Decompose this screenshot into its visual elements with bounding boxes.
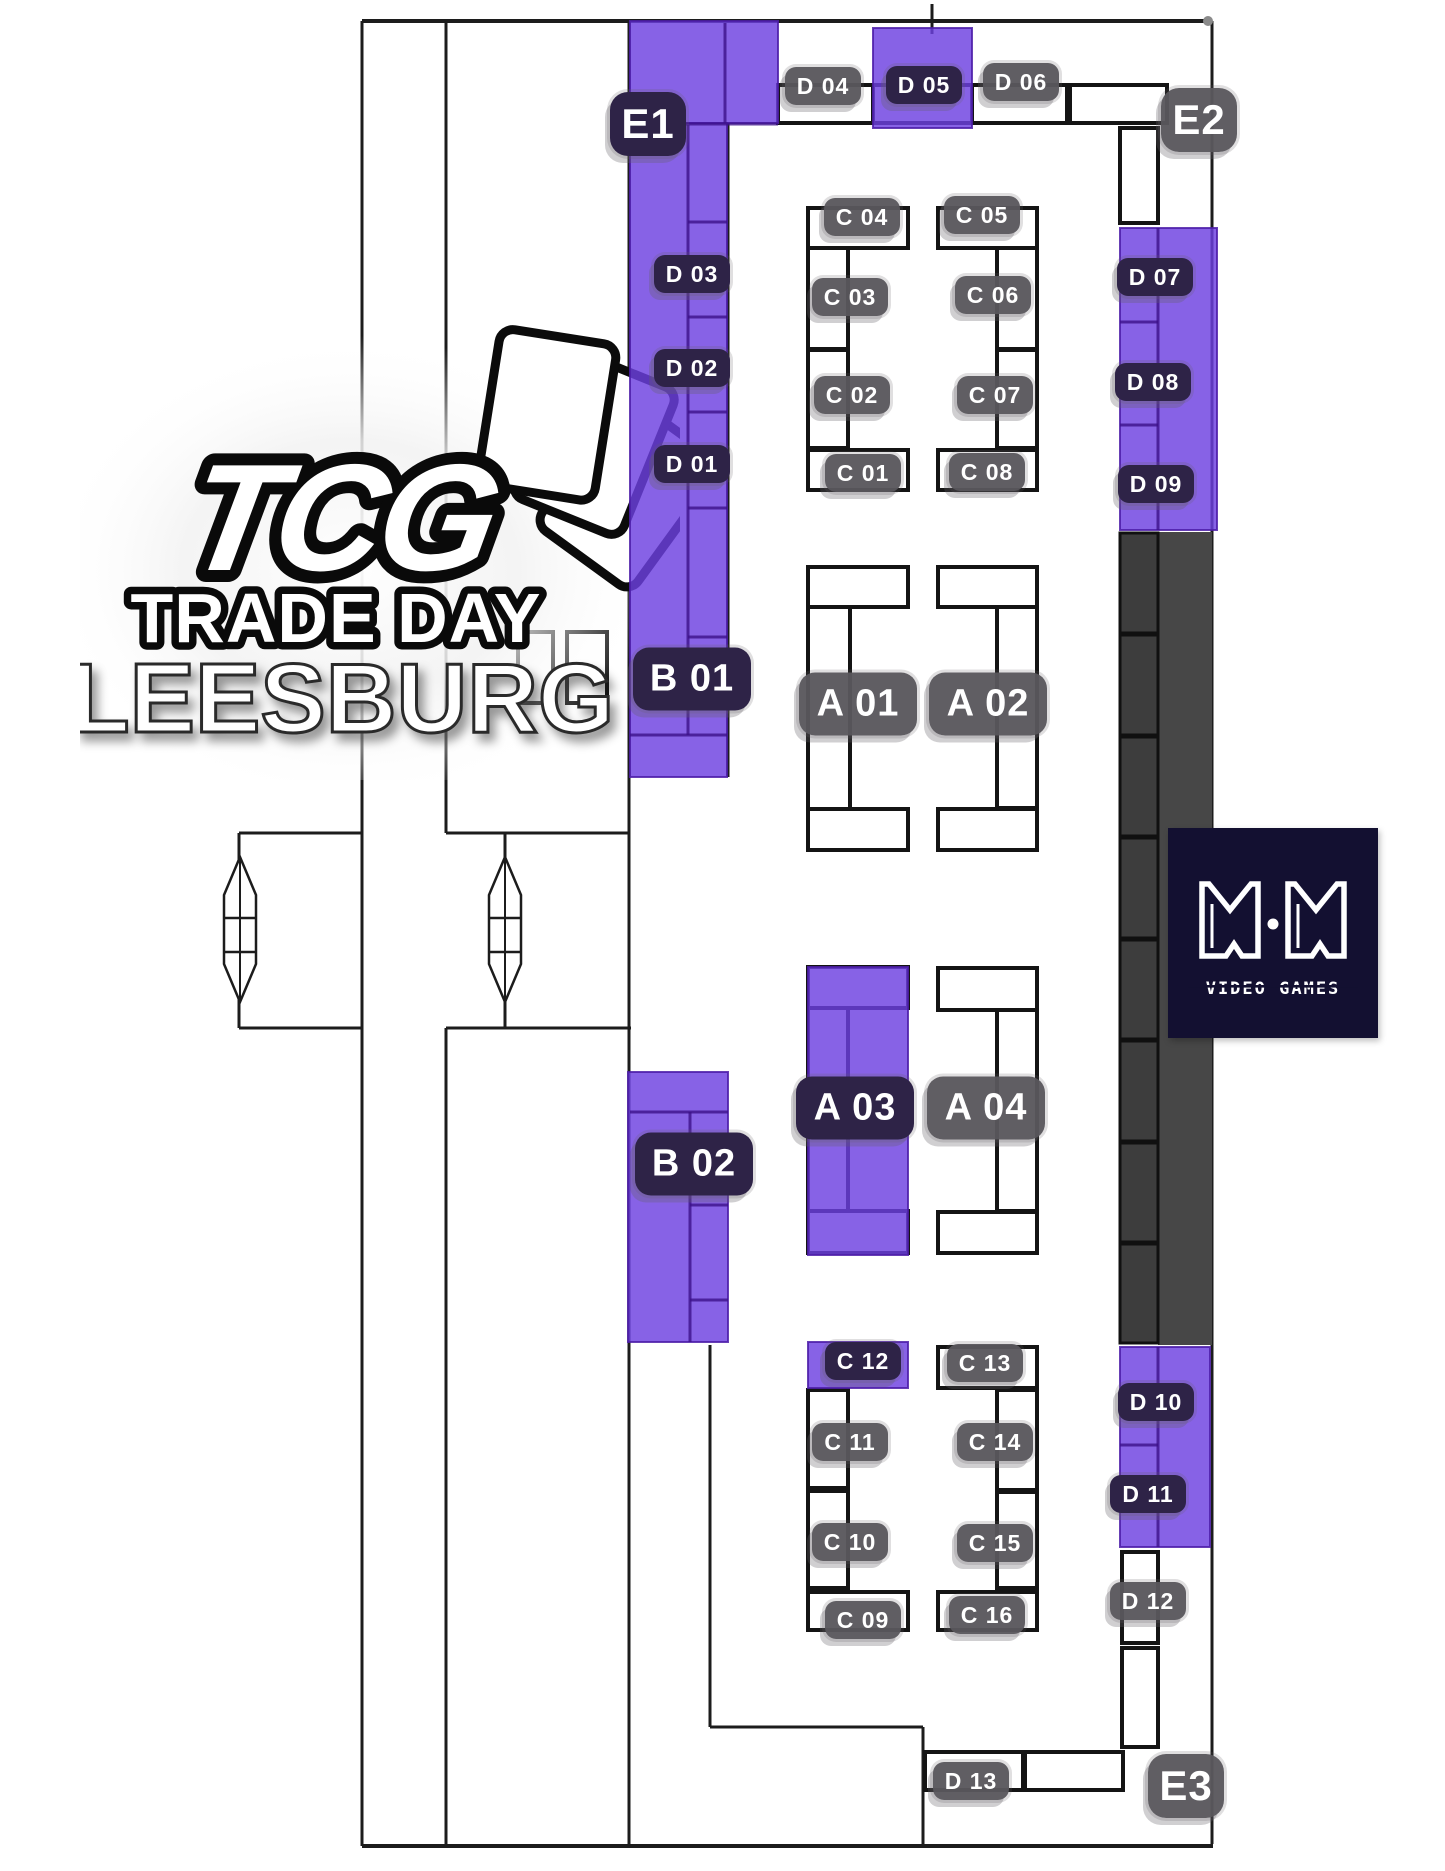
- booth-badge-a04: A 04: [927, 1076, 1045, 1140]
- dark-zone-cell: [1118, 531, 1160, 635]
- booth-badge-c16: C 16: [949, 1596, 1025, 1634]
- booth-badge-d01: D 01: [654, 445, 730, 483]
- booth-badge-c06: C 06: [955, 276, 1031, 314]
- booth-badge-d08: D 08: [1115, 363, 1191, 401]
- wall-corner-dot: [1203, 16, 1213, 26]
- booth-badge-d10: D 10: [1118, 1383, 1194, 1421]
- mm-monogram-icon: [1199, 881, 1347, 959]
- booth-badge-b01: B 01: [633, 647, 751, 711]
- booth-badge-c03: C 03: [812, 278, 888, 316]
- booth-outline: [936, 1210, 1039, 1255]
- playing-cards-icon: [474, 325, 680, 592]
- dark-zone-cell: [1118, 735, 1160, 838]
- booth-badge-d04: D 04: [785, 67, 861, 105]
- booth-badge-c04: C 04: [824, 198, 900, 236]
- booth-outline: [1023, 1750, 1125, 1792]
- booth-outline: [1068, 83, 1169, 125]
- tcg-trade-day-logo: TCG TRADE DAY LEESBURG: [80, 325, 680, 780]
- booth-outline: [1118, 126, 1160, 225]
- booth-outline: [936, 565, 1039, 609]
- booth-badge-c13: C 13: [947, 1344, 1023, 1382]
- mm-caption-slit: [1188, 985, 1358, 988]
- booth-badge-c09: C 09: [825, 1601, 901, 1639]
- mm-video-games-logo: VIDEO GAMES: [1168, 828, 1378, 1038]
- dark-zone-cell: [1118, 633, 1160, 737]
- booth-badge-c14: C 14: [957, 1423, 1033, 1461]
- dark-zone-cell: [1118, 1141, 1160, 1244]
- mm-dot-icon: [1267, 918, 1279, 930]
- booth-badge-d13: D 13: [933, 1762, 1009, 1800]
- booth-badge-d12: D 12: [1110, 1582, 1186, 1620]
- booth-badge-d09: D 09: [1118, 465, 1194, 503]
- booth-outline: [936, 966, 1039, 1012]
- booth-badge-b02: B 02: [635, 1132, 753, 1196]
- logo-text-leesburg: LEESBURG: [80, 643, 614, 753]
- logo-text-tcg: TCG: [175, 433, 510, 603]
- booth-badge-c08: C 08: [949, 453, 1025, 491]
- dark-zone-cell: [1118, 1242, 1160, 1345]
- booth-outline: [936, 807, 1039, 852]
- booth-badge-c10: C 10: [812, 1523, 888, 1561]
- booth-outline: [1120, 1646, 1160, 1749]
- highlighted-booth-zone: [627, 1071, 729, 1343]
- booth-badge-c12: C 12: [825, 1342, 901, 1380]
- booth-badge-a03: A 03: [796, 1076, 914, 1140]
- mm-caption-text: VIDEO GAMES: [1206, 979, 1341, 999]
- booth-badge-a02: A 02: [929, 672, 1047, 736]
- booth-badge-c05: C 05: [944, 196, 1020, 234]
- booth-badge-d07: D 07: [1117, 258, 1193, 296]
- dark-zone-cell: [1118, 836, 1160, 940]
- booth-badge-d05: D 05: [886, 66, 962, 104]
- highlighted-booth-zone: [1119, 1346, 1211, 1548]
- booth-outline: [806, 807, 910, 852]
- booth-badge-c02: C 02: [814, 376, 890, 414]
- booth-badge-e2: E2: [1161, 88, 1237, 152]
- booth-badge-e3: E3: [1148, 1754, 1224, 1818]
- booth-badge-c07: C 07: [957, 376, 1033, 414]
- booth-badge-d03: D 03: [654, 255, 730, 293]
- dark-zone-cell: [1118, 1039, 1160, 1143]
- logo-text-trade-day: TRADE DAY: [131, 579, 542, 657]
- booth-badge-d06: D 06: [983, 63, 1059, 101]
- booth-badge-e1: E1: [610, 92, 686, 156]
- booth-badge-d02: D 02: [654, 349, 730, 387]
- booth-badge-c15: C 15: [957, 1524, 1033, 1562]
- mm-logo-art: VIDEO GAMES: [1188, 881, 1358, 999]
- booth-badge-c11: C 11: [812, 1423, 888, 1461]
- booth-outline: [806, 565, 910, 609]
- dark-zone-cell: [1118, 938, 1160, 1041]
- booth-badge-a01: A 01: [799, 672, 917, 736]
- booth-badge-d11: D 11: [1110, 1475, 1186, 1513]
- booth-badge-c01: C 01: [825, 454, 901, 492]
